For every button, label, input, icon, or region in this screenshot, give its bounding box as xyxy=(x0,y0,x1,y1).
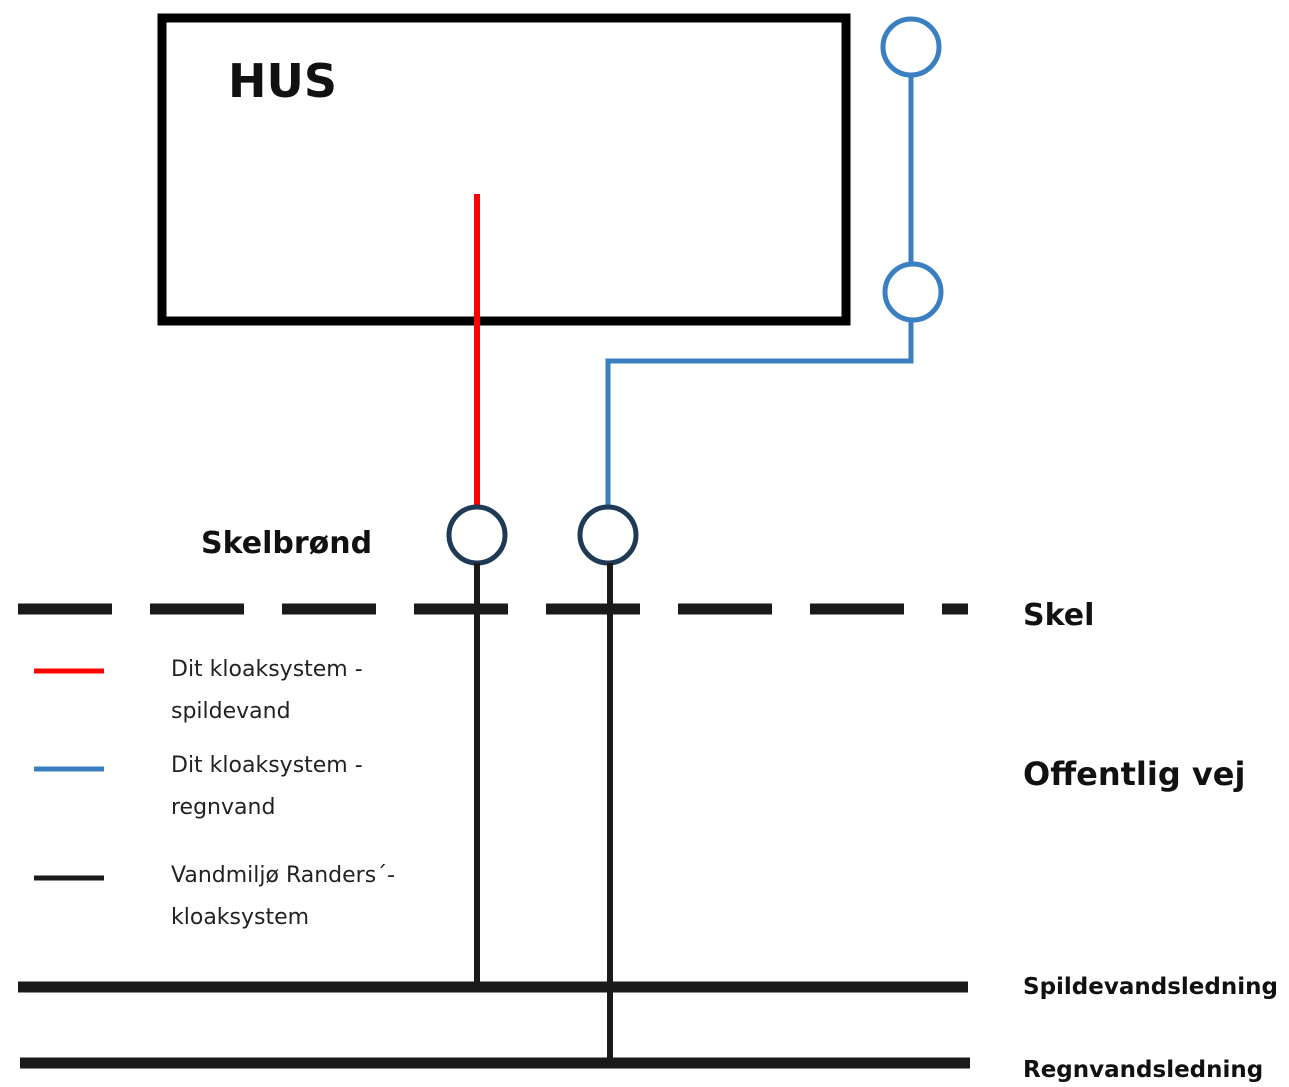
public-road-label: Offentlig vej xyxy=(1023,755,1245,793)
legend-rainwater-line1: Dit kloaksystem - xyxy=(171,753,363,778)
downpipe-top-well xyxy=(880,16,942,78)
house-outline xyxy=(157,13,851,326)
sewage-inspection-well xyxy=(446,504,508,566)
legend-rainwater-line2: regnvand xyxy=(171,795,275,820)
legend-public-line1: Vandmiljø Randers´- xyxy=(171,863,395,888)
boundary-label: Skel xyxy=(1023,598,1094,633)
legend: Dit kloaksystem - spildevand Dit kloaksy… xyxy=(34,657,395,930)
legend-sewage-line1: Dit kloaksystem - xyxy=(171,657,363,682)
downpipe-lower-well xyxy=(882,261,944,323)
sewage-main-label: Spildevandsledning xyxy=(1023,974,1278,1000)
inspection-well-label: Skelbrønd xyxy=(201,526,372,561)
legend-public-line2: kloaksystem xyxy=(171,905,309,930)
rainwater-inspection-well xyxy=(577,504,639,566)
legend-sewage-line2: spildevand xyxy=(171,699,291,724)
rainwater-main-label: Regnvandsledning xyxy=(1023,1057,1263,1083)
private-rainwater-pipe xyxy=(605,320,914,505)
house-label: HUS xyxy=(228,54,337,108)
